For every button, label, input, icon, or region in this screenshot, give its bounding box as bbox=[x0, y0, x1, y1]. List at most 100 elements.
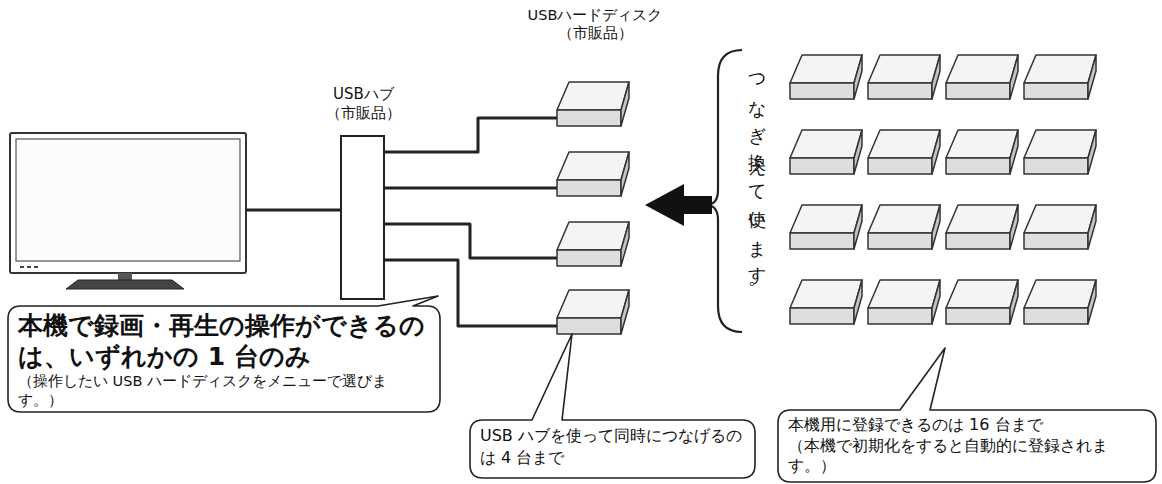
node-note: （操作したい USB ハードディスクをメニューで選びます。） bbox=[18, 372, 430, 410]
disk-top bbox=[868, 55, 940, 83]
tv-indicator bbox=[27, 266, 31, 268]
disk-top bbox=[946, 55, 1018, 83]
hard-disk-icon bbox=[868, 205, 940, 249]
usb-cable bbox=[383, 118, 557, 152]
disk-top bbox=[1024, 130, 1096, 158]
disk-side bbox=[854, 205, 862, 249]
disk-front bbox=[868, 308, 932, 324]
hard-disk-icon bbox=[1024, 130, 1096, 174]
disk-front bbox=[946, 308, 1010, 324]
disk-top bbox=[557, 222, 629, 250]
bracket bbox=[706, 50, 742, 332]
hard-disk-icon bbox=[946, 130, 1018, 174]
callout-shape bbox=[778, 348, 1156, 482]
disk-front bbox=[557, 250, 621, 266]
disk-side bbox=[621, 222, 629, 266]
disk-front bbox=[1024, 233, 1088, 249]
node-note: （本機で初期化をすると自動的に登録されます。） bbox=[788, 436, 1146, 476]
hard-disk-icon bbox=[790, 130, 862, 174]
disk-side bbox=[1088, 205, 1096, 249]
disk-side bbox=[621, 290, 629, 334]
hard-disk-icon bbox=[868, 55, 940, 99]
disk-top bbox=[557, 290, 629, 318]
disk-side bbox=[1088, 55, 1096, 99]
hard-disk-icon bbox=[868, 280, 940, 324]
disk-top bbox=[1024, 55, 1096, 83]
usb-cable bbox=[383, 187, 557, 190]
tv-indicator bbox=[20, 266, 24, 268]
callout-box: USB ハブを使って同時につなげるのは 4 台まで bbox=[470, 420, 755, 478]
disk-top bbox=[790, 280, 862, 308]
disk-side bbox=[932, 280, 940, 324]
disk-front bbox=[1024, 308, 1088, 324]
tv-screen bbox=[16, 139, 240, 261]
hard-disk-icon bbox=[790, 55, 862, 99]
disk-side bbox=[932, 55, 940, 99]
tv-stand-neck bbox=[118, 273, 132, 280]
hard-disk-icon bbox=[946, 280, 1018, 324]
vertical-note: つなぎ換えて使います。 bbox=[745, 62, 769, 303]
disk-side bbox=[1010, 205, 1018, 249]
node-heading: USBハブ （市販品） bbox=[326, 85, 401, 123]
tv-stand-base bbox=[66, 280, 184, 289]
disk-front bbox=[868, 158, 932, 174]
disk-top bbox=[557, 82, 629, 110]
left-arrow bbox=[645, 184, 712, 226]
hard-disk-icon bbox=[946, 205, 1018, 249]
disk-top bbox=[790, 55, 862, 83]
usb-hub: USBハブ （市販品） bbox=[340, 135, 385, 300]
disk-top bbox=[557, 152, 629, 180]
node-heading: 本機で録画・再生の操作ができるのは、いずれかの 1 台のみ bbox=[18, 311, 430, 372]
disk-front bbox=[1024, 158, 1088, 174]
disk-side bbox=[621, 152, 629, 196]
disk-front bbox=[946, 83, 1010, 99]
disk-side bbox=[854, 55, 862, 99]
disk-front bbox=[557, 318, 621, 334]
hard-disk-icon bbox=[868, 130, 940, 174]
disk-front bbox=[790, 83, 854, 99]
usb-cable bbox=[246, 209, 342, 212]
hard-disk-icon bbox=[1024, 205, 1096, 249]
disk-side bbox=[854, 280, 862, 324]
disk-top bbox=[868, 280, 940, 308]
disk-side bbox=[1010, 130, 1018, 174]
disk-front bbox=[1024, 83, 1088, 99]
callout-shape bbox=[8, 296, 440, 412]
disk-side bbox=[854, 130, 862, 174]
usb-cable bbox=[383, 224, 557, 258]
television bbox=[10, 133, 246, 289]
tv-indicator bbox=[34, 266, 38, 268]
hard-disk-icon bbox=[946, 55, 1018, 99]
node-heading: USB ハブを使って同時につなげるのは 4 台まで bbox=[480, 425, 745, 468]
tv-frame bbox=[10, 133, 246, 273]
hard-disk-icon bbox=[557, 222, 629, 266]
disk-side bbox=[1088, 280, 1096, 324]
hard-disk-icon bbox=[1024, 55, 1096, 99]
disk-top bbox=[946, 205, 1018, 233]
callout-box: 本機用に登録できるのは 16 台まで（本機で初期化をすると自動的に登録されます。… bbox=[778, 410, 1156, 482]
disk-top bbox=[946, 130, 1018, 158]
hard-disk-icon bbox=[557, 152, 629, 196]
callout-shape bbox=[470, 334, 755, 478]
device-label: USBハードディスク （市販品） bbox=[520, 6, 670, 42]
disk-front bbox=[868, 233, 932, 249]
disk-front bbox=[557, 110, 621, 126]
disk-front bbox=[790, 158, 854, 174]
disk-top bbox=[868, 130, 940, 158]
disk-top bbox=[790, 205, 862, 233]
disk-front bbox=[790, 233, 854, 249]
disk-front bbox=[946, 158, 1010, 174]
disk-top bbox=[868, 205, 940, 233]
disk-side bbox=[1010, 55, 1018, 99]
hard-disk-icon bbox=[557, 290, 629, 334]
disk-front bbox=[868, 83, 932, 99]
hard-disk-icon bbox=[1024, 280, 1096, 324]
hard-disk-icon bbox=[790, 280, 862, 324]
disk-front bbox=[946, 233, 1010, 249]
disk-front bbox=[790, 308, 854, 324]
hard-disk-icon bbox=[790, 205, 862, 249]
node-heading: 本機用に登録できるのは 16 台まで bbox=[788, 415, 1146, 436]
disk-side bbox=[621, 82, 629, 126]
disk-top bbox=[946, 280, 1018, 308]
